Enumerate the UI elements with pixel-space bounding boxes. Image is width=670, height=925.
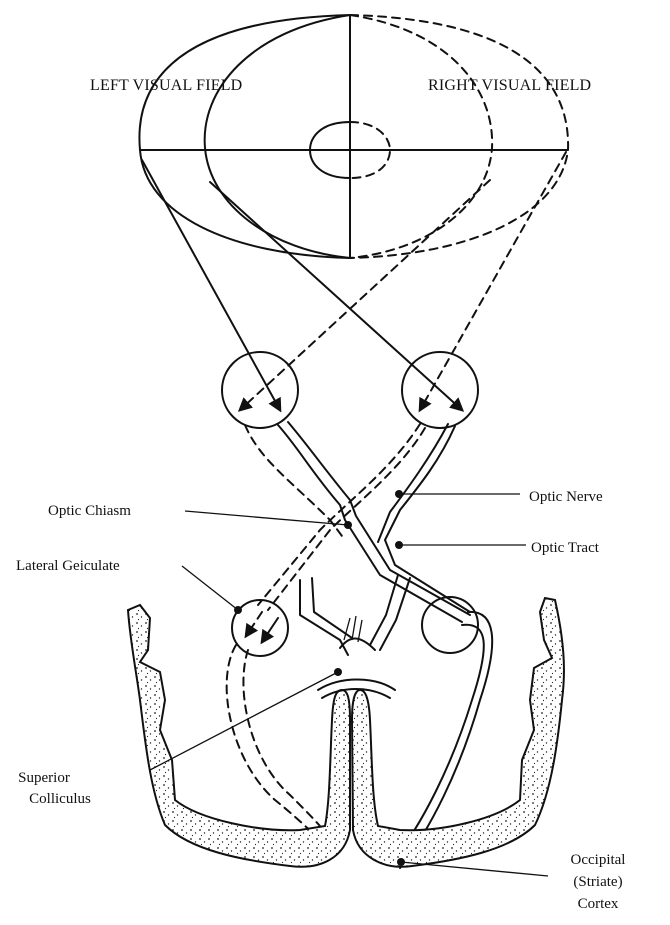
left-field-outer-ellipse bbox=[139, 15, 350, 258]
superior-colliculus-label-line2: Colliculus bbox=[29, 791, 91, 807]
radiation-left-inner-dashed bbox=[243, 650, 335, 845]
ray-right-field-to-right-eye bbox=[420, 152, 566, 410]
occipital-label-line3: Cortex bbox=[578, 896, 619, 912]
occipital-cortex bbox=[128, 598, 564, 867]
lgn-left-arrow-2 bbox=[262, 618, 278, 642]
superior-colliculus-label-line1: Superior bbox=[18, 770, 70, 786]
left-eye bbox=[222, 352, 298, 428]
left-visual-field-label: LEFT VISUAL FIELD bbox=[90, 77, 242, 94]
optic-tract-label: Optic Tract bbox=[531, 540, 600, 556]
radiation-left-outer-dashed bbox=[227, 645, 330, 850]
lateral-geniculate-label: Lateral Geiculate bbox=[16, 558, 120, 574]
ray-left-field-to-left-eye bbox=[142, 160, 280, 410]
right-field-outer-ellipse bbox=[350, 15, 568, 258]
visual-field-diagram bbox=[139, 15, 568, 258]
fibre-right-eye-nasal-crossing-dashed bbox=[268, 428, 425, 610]
occipital-label-line1: Occipital bbox=[571, 852, 626, 868]
right-visual-field-label: RIGHT VISUAL FIELD bbox=[428, 77, 591, 94]
right-field-inner-ellipse bbox=[350, 15, 492, 258]
left-field-inner-ellipse bbox=[205, 15, 350, 258]
optic-chiasm-label: Optic Chiasm bbox=[48, 503, 131, 519]
leader-lateral-geniculate bbox=[182, 566, 238, 610]
leader-superior-colliculus bbox=[150, 672, 338, 770]
visual-rays bbox=[142, 152, 566, 410]
ray-right-field-to-left-eye bbox=[240, 180, 490, 410]
fibre-right-eye-temporal-inner bbox=[378, 424, 448, 542]
left-hemisphere-cortex bbox=[128, 605, 350, 867]
colliculus-branch-left bbox=[300, 580, 348, 655]
colliculus-branch-left-inner bbox=[312, 578, 352, 638]
fibre-left-eye-temporal-dashed bbox=[245, 425, 345, 540]
ray-left-field-to-right-eye bbox=[210, 182, 462, 410]
lgn-left-arrow-1 bbox=[246, 612, 262, 636]
optic-nerve-label: Optic Nerve bbox=[529, 489, 603, 505]
occipital-label-line2: (Striate) bbox=[573, 874, 622, 890]
colliculus-branch-right-inner bbox=[370, 575, 398, 645]
fibre-left-eye-nasal-crossing bbox=[278, 425, 462, 622]
fibre-right-eye-nasal-crossing-dashed-outer bbox=[258, 424, 420, 605]
colliculus-branch-right bbox=[380, 578, 410, 650]
right-hemisphere-cortex bbox=[352, 598, 564, 867]
optic-pathway bbox=[245, 422, 470, 655]
label-marker-dots bbox=[234, 490, 405, 866]
leader-occipital-cortex bbox=[401, 862, 548, 876]
